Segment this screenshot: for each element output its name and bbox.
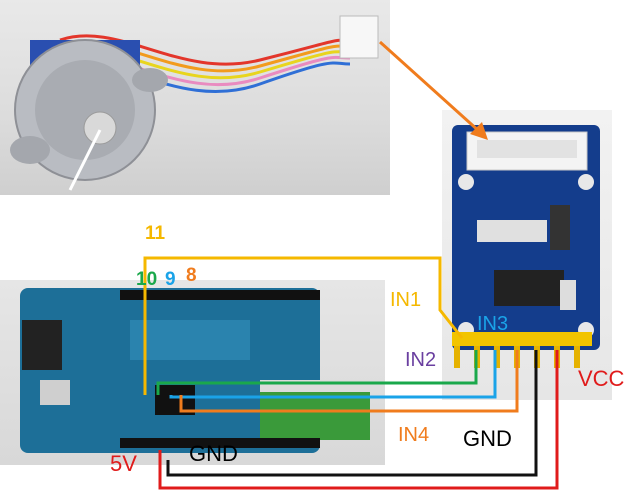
pin-11-label: 11 bbox=[145, 223, 166, 244]
wire-in2 bbox=[156, 350, 478, 395]
in3-label: IN3 bbox=[477, 313, 509, 335]
in4-label: IN4 bbox=[398, 424, 430, 446]
wire-in3 bbox=[169, 350, 497, 399]
arrowhead bbox=[470, 122, 488, 140]
pin-9-label: 9 bbox=[165, 269, 176, 290]
vcc-label: VCC bbox=[578, 366, 625, 391]
motor-connector-arrow bbox=[378, 40, 482, 134]
in2-label: IN2 bbox=[405, 349, 437, 371]
uln2003-driver-illustration bbox=[452, 125, 600, 368]
pin-10-label: 10 bbox=[136, 269, 158, 290]
wire-in4 bbox=[179, 350, 519, 413]
gnd-left-label: GND bbox=[189, 441, 238, 466]
5v-label: 5V bbox=[110, 451, 137, 476]
wire-vcc bbox=[158, 350, 559, 490]
wire-in1 bbox=[143, 256, 464, 395]
in1-label: IN1 bbox=[390, 289, 422, 311]
wire-gnd bbox=[166, 350, 538, 477]
stepper-motor-illustration bbox=[10, 15, 379, 191]
pin-8-label: 8 bbox=[186, 265, 197, 286]
driver-board-photo bbox=[442, 110, 612, 400]
stepper-motor-photo bbox=[0, 0, 390, 195]
gnd-right-label: GND bbox=[463, 426, 512, 451]
